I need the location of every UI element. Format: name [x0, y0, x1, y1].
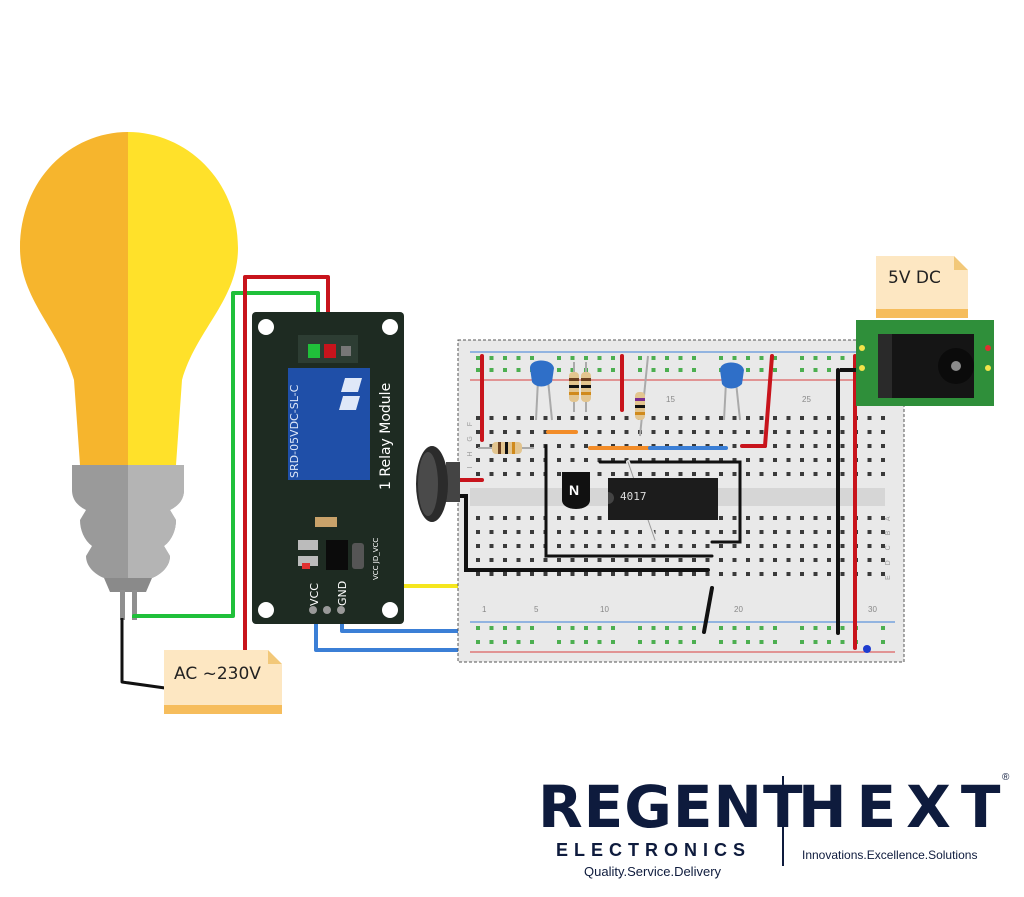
relay-module-icon — [252, 312, 404, 624]
resistor-icon — [635, 355, 649, 437]
ic-label: 4017 — [620, 490, 647, 503]
dc-jack-icon — [840, 320, 994, 406]
resistor-icon — [478, 442, 534, 454]
capacitor-icon — [720, 362, 744, 421]
row-number-10: 10 — [600, 605, 609, 614]
regent-tagline: Quality.Service.Delivery — [584, 864, 722, 879]
relay-vcc-label: VCC — [308, 583, 321, 606]
row-letters-top: J I H G F — [467, 418, 474, 482]
relay-gnd-label: GND — [336, 581, 349, 606]
dc-supply-label: 5V DC — [888, 268, 941, 288]
ac-supply-label: AC ~230V — [174, 664, 261, 684]
microphone-icon — [416, 446, 460, 522]
hext-name: HEXT — [798, 773, 1011, 841]
hext-mark: ® — [1002, 772, 1010, 783]
row-number-25: 25 — [802, 395, 811, 404]
transistor-label: N — [569, 482, 579, 498]
row-number-5: 5 — [534, 605, 539, 614]
dc-supply-note: 5V DC — [876, 256, 968, 318]
logo-divider — [782, 776, 784, 866]
ic-chip-icon — [608, 478, 718, 520]
wire-blue-vcc — [314, 618, 486, 652]
row-number-15: 15 — [666, 395, 675, 404]
bulb-icon — [20, 132, 238, 620]
relay-title: 1 Relay Module — [378, 383, 394, 490]
ac-supply-note: AC ~230V — [164, 650, 282, 714]
regent-name: REGENT — [538, 773, 804, 841]
wire-green-bulb-relay — [132, 291, 320, 618]
row-number-30: 30 — [868, 605, 877, 614]
capacitor-icon — [530, 360, 554, 421]
row-number-20: 20 — [734, 605, 743, 614]
wire-bulb-ac — [120, 618, 166, 690]
transistor-icon — [562, 472, 590, 509]
row-number-1: 1 — [482, 605, 487, 614]
relay-jd-label: VCC JD_VCC — [372, 538, 380, 580]
regent-sub: ELECTRONICS — [556, 840, 752, 860]
resistor-icon — [569, 362, 591, 412]
hext-tagline: Innovations.Excellence.Solutions — [802, 848, 978, 862]
relay-part-label: SRD-05VDC-SL-C — [288, 384, 301, 478]
row-letters-bottom: E D C B A — [885, 512, 892, 580]
